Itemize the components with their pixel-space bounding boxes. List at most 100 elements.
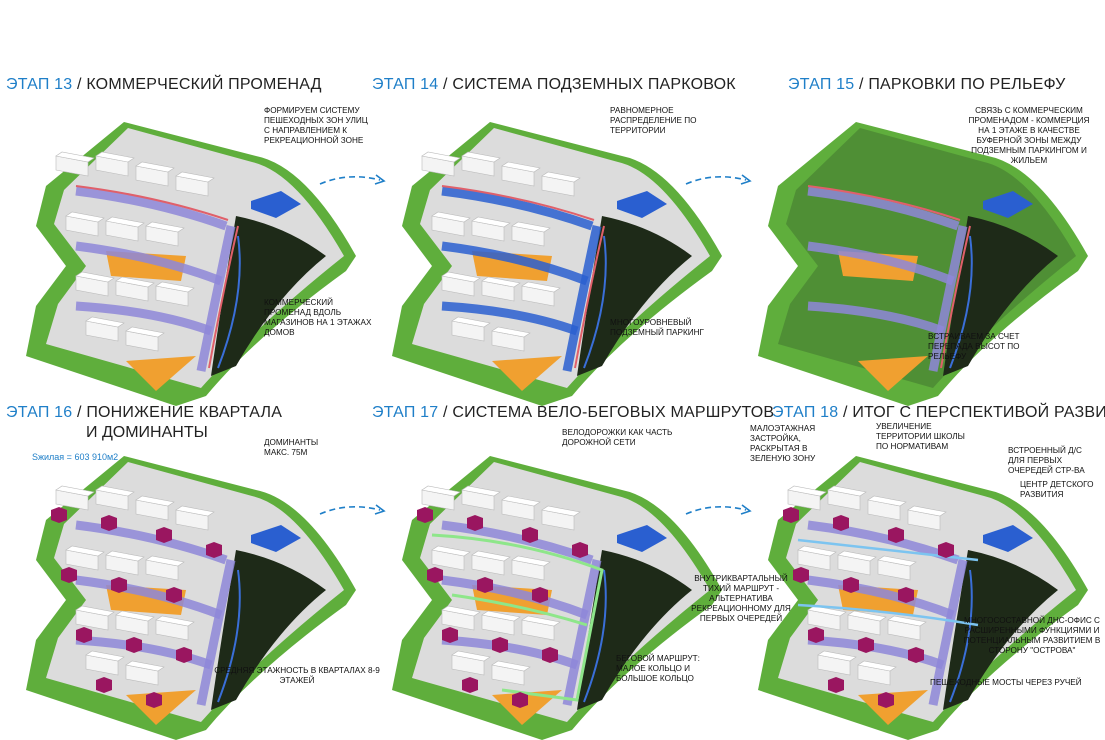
- promenade-band: [807, 301, 945, 336]
- annotation-average-floors: СРЕДНЯЯ ЭТАЖНОСТЬ В КВАРТАЛАХ 8-9 ЭТАЖЕЙ: [214, 666, 380, 685]
- building-roof: [787, 485, 827, 497]
- promenade-band: [562, 559, 602, 706]
- building-roof: [491, 326, 531, 338]
- building-roof: [65, 545, 105, 557]
- panel-stage-17: ЭТАП 17 / СИСТЕМА ВЕЛО-БЕГОВЫХ МАРШРУТОВ…: [372, 404, 774, 740]
- promenade-edge: [807, 185, 961, 221]
- courtyard: [858, 356, 928, 391]
- courtyard: [126, 356, 196, 391]
- annotation-low-rise: МАЛОЭТАЖНАЯ ЗАСТРОЙКА, РАСКРЫТАЯ В ЗЕЛЕН…: [750, 424, 816, 463]
- stream: [217, 235, 241, 369]
- building-roof: [85, 316, 125, 328]
- dominant-tower: [417, 507, 433, 523]
- arrow-16-17: [319, 504, 386, 515]
- panel-stage-16: ЭТАП 16 / ПОНИЖЕНИЕ КВАРТАЛА И ДОМИНАНТЫ…: [6, 404, 380, 740]
- dominant-tower: [462, 677, 478, 693]
- building-roof: [135, 161, 175, 173]
- panel-stage-15: ЭТАП 15 / ПАРКОВКИ ПО РЕЛЬЕФУ СВЯЗЬ С КО…: [738, 76, 1105, 406]
- building-roof: [135, 495, 175, 507]
- dominant-tower: [111, 577, 127, 593]
- building-roof: [887, 615, 927, 627]
- dominant-tower: [833, 515, 849, 531]
- building-roof: [95, 151, 135, 163]
- courtyard: [858, 690, 928, 725]
- panel-title: ЭТАП 14 / СИСТЕМА ПОДЗЕМНЫХ ПАРКОВОК: [372, 76, 736, 94]
- building-roof: [441, 271, 481, 283]
- building-roof: [501, 495, 541, 507]
- dominant-tower: [938, 542, 954, 558]
- building-roof: [541, 505, 581, 517]
- promenade-band: [441, 635, 579, 670]
- building-roof: [75, 605, 115, 617]
- promenade-band: [441, 301, 579, 336]
- promenade-band: [928, 559, 968, 706]
- building-roof: [481, 610, 521, 622]
- dominant-tower: [477, 577, 493, 593]
- dominant-tower: [542, 647, 558, 663]
- annotation-running-route: БЕГОВОЙ МАРШРУТ: МАЛОЕ КОЛЬЦО И БОЛЬШОЕ …: [616, 654, 700, 683]
- building-roof: [807, 605, 847, 617]
- stage-title: / КОММЕРЧЕСКИЙ ПРОМЕНАД: [77, 76, 322, 93]
- promenade-band: [807, 241, 955, 286]
- dominant-tower: [512, 692, 528, 708]
- promenade-band: [441, 186, 594, 231]
- site-plan-diagram: [26, 456, 356, 740]
- building-roof: [511, 555, 551, 567]
- promenade-edge: [208, 225, 239, 369]
- quiet-route: [797, 603, 979, 627]
- dominant-tower: [878, 692, 894, 708]
- building-roof: [461, 485, 501, 497]
- dominant-tower: [166, 587, 182, 603]
- stage-title: / СИСТЕМА ВЕЛО-БЕГОВЫХ МАРШРУТОВ: [443, 404, 775, 421]
- dominant-tower: [76, 627, 92, 643]
- dominant-tower: [146, 692, 162, 708]
- building-roof: [521, 281, 561, 293]
- stage-number: ЭТАП 13: [6, 76, 73, 93]
- panel-title: ЭТАП 15 / ПАРКОВКИ ПО РЕЛЬЕФУ: [788, 76, 1066, 94]
- dominant-tower: [532, 587, 548, 603]
- promenade-band: [441, 241, 589, 286]
- building-roof: [907, 505, 947, 517]
- panel-title: ЭТАП 18 / ИТОГ С ПЕРСПЕКТИВОЙ РАЗВИТИЯ: [772, 404, 1105, 422]
- site-plan-diagram: [392, 456, 722, 740]
- building-roof: [125, 660, 165, 672]
- building-roof: [471, 216, 511, 228]
- building-roof: [481, 276, 521, 288]
- blue-block: [617, 191, 667, 218]
- building-roof: [175, 171, 215, 183]
- building-roof: [75, 271, 115, 283]
- building-roof: [797, 545, 837, 557]
- panel-stage-13: ЭТАП 13 / КОММЕРЧЕСКИЙ ПРОМЕНАД ФОРМИРУЕ…: [6, 76, 376, 406]
- dominant-tower: [61, 567, 77, 583]
- promenade-band: [75, 575, 223, 620]
- annotation-footbridges: ПЕШЕХОДНЫЕ МОСТЫ ЧЕРЕЗ РУЧЕЙ: [930, 678, 1082, 687]
- building-roof: [511, 221, 551, 233]
- dominant-tower: [783, 507, 799, 523]
- stage-number: ЭТАП 18: [772, 404, 839, 421]
- promenade-band: [562, 225, 602, 372]
- building-roof: [65, 211, 105, 223]
- dominant-tower: [843, 577, 859, 593]
- promenade-band: [75, 635, 213, 670]
- dominant-tower: [572, 542, 588, 558]
- building-roof: [105, 550, 145, 562]
- panel-title: ЭТАП 16 / ПОНИЖЕНИЕ КВАРТАЛА: [6, 404, 282, 422]
- dominant-tower: [427, 567, 443, 583]
- stream: [949, 569, 973, 703]
- bike-route: [451, 593, 588, 627]
- stream: [583, 569, 607, 703]
- building-roof: [115, 610, 155, 622]
- promenade-edge: [441, 185, 595, 221]
- annotation-promenade-link: СВЯЗЬ С КОММЕРЧЕСКИМ ПРОМЕНАДОМ - КОММЕР…: [968, 106, 1090, 165]
- stage-number: ЭТАП 15: [788, 76, 855, 93]
- building-roof: [431, 211, 471, 223]
- promenade-band: [928, 225, 968, 372]
- blue-block: [251, 191, 301, 218]
- dominant-tower: [467, 515, 483, 531]
- building-roof: [421, 485, 461, 497]
- annotation-bike-lanes: ВЕЛОДОРОЖКИ КАК ЧАСТЬ ДОРОЖНОЙ СЕТИ: [562, 428, 673, 447]
- annotation-multilevel-parking: МНОГОУРОВНЕВЫЙ ПОДЗЕМНЫЙ ПАРКИНГ: [610, 318, 704, 337]
- building-roof: [145, 221, 185, 233]
- building-roof: [541, 171, 581, 183]
- site-plan-diagram: [392, 122, 722, 406]
